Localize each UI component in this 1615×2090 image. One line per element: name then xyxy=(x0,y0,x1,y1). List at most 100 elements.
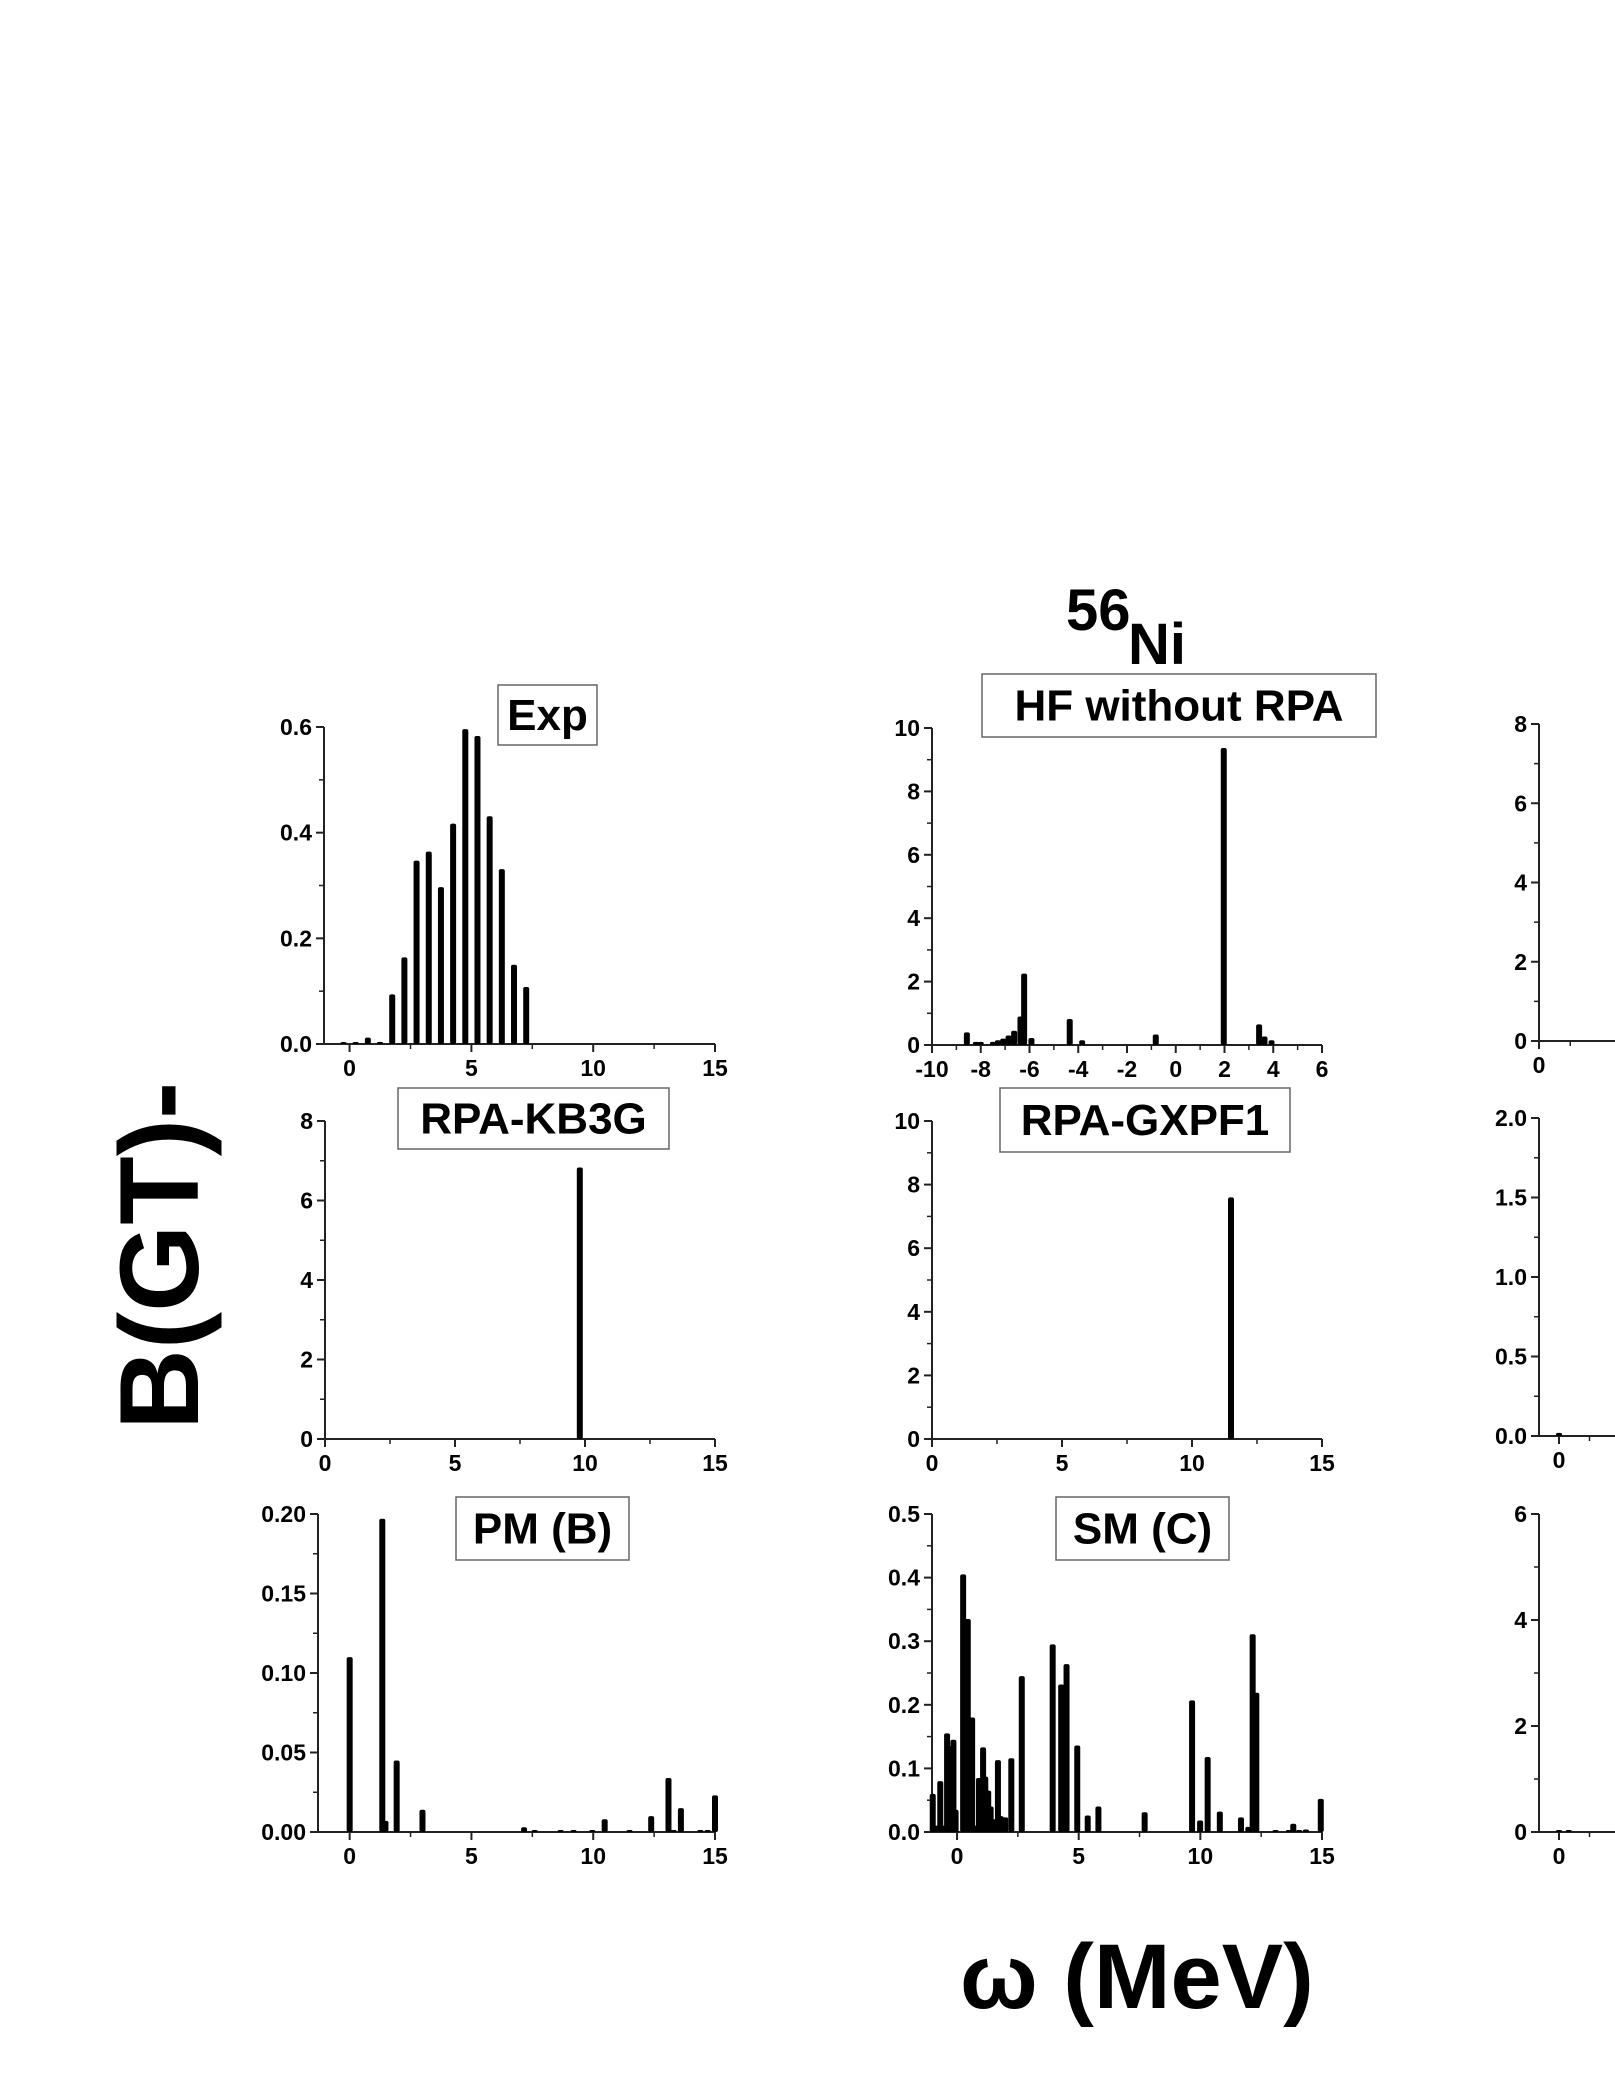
y-tick-label: 0.0 xyxy=(1495,1423,1527,1449)
y-tick-label: 0.10 xyxy=(261,1660,306,1686)
panel-title-box xyxy=(397,1087,670,1150)
bar xyxy=(1237,1817,1244,1832)
bar xyxy=(576,1167,583,1439)
y-tick-label: 0.4 xyxy=(280,820,312,846)
x-tick-label: 4 xyxy=(1267,1056,1280,1082)
x-tick-label: 5 xyxy=(1056,1450,1069,1476)
bar xyxy=(989,1041,996,1045)
bar xyxy=(1000,1038,1007,1045)
x-tick-label: 10 xyxy=(1179,1450,1205,1476)
bar xyxy=(523,986,530,1044)
bar xyxy=(340,1042,347,1044)
bar xyxy=(498,869,505,1044)
y-tick-label: 0 xyxy=(1514,1819,1527,1845)
bar xyxy=(531,1830,538,1832)
bar xyxy=(419,1809,426,1832)
bar xyxy=(1290,1823,1297,1832)
panel-title: Exp xyxy=(507,691,588,740)
bar xyxy=(1302,1829,1309,1832)
y-tick-label: 6 xyxy=(907,842,920,868)
bar xyxy=(352,1042,359,1044)
panel-title-box xyxy=(999,1087,1291,1153)
panel-title-box xyxy=(497,684,598,746)
bar xyxy=(1268,1040,1275,1045)
bar xyxy=(393,1760,400,1832)
bar xyxy=(425,851,432,1044)
y-tick-label: 4 xyxy=(907,905,920,931)
bar xyxy=(1084,1815,1091,1832)
y-tick-label: 0.2 xyxy=(888,1692,920,1718)
bar xyxy=(937,1781,944,1832)
x-tick-label: 10 xyxy=(572,1450,598,1476)
bar xyxy=(570,1830,577,1832)
bar xyxy=(1272,1830,1279,1832)
y-tick-label: 1.0 xyxy=(1495,1264,1527,1290)
x-tick-label: 0 xyxy=(343,1055,356,1081)
bar xyxy=(1079,1040,1086,1045)
y-tick-label: 6 xyxy=(1514,1501,1527,1527)
y-tick-label: 0.5 xyxy=(1495,1344,1527,1370)
y-tick-label: 0 xyxy=(300,1426,313,1452)
bar xyxy=(486,816,493,1044)
bar xyxy=(704,1830,711,1832)
bar xyxy=(377,1041,384,1044)
y-tick-label: 8 xyxy=(907,1172,920,1198)
y-axis-label: B(GT)- xyxy=(97,1082,222,1430)
bar xyxy=(648,1816,655,1832)
y-tick-label: 0.6 xyxy=(280,714,312,740)
bar xyxy=(511,964,518,1044)
bar xyxy=(626,1830,633,1832)
y-tick-label: 0.0 xyxy=(280,1031,312,1057)
y-tick-label: 10 xyxy=(894,715,920,741)
bar xyxy=(997,1816,1004,1832)
x-tick-label: 0 xyxy=(926,1450,939,1476)
x-tick-label: -4 xyxy=(1068,1056,1089,1082)
y-tick-label: 0.5 xyxy=(888,1501,920,1527)
bar xyxy=(950,1739,957,1832)
bar xyxy=(960,1574,967,1832)
y-tick-label: 8 xyxy=(907,778,920,804)
y-tick-label: 0 xyxy=(1514,1028,1527,1054)
bar xyxy=(1204,1756,1211,1832)
bar xyxy=(939,1825,946,1832)
y-tick-label: 4 xyxy=(1514,870,1527,896)
bar xyxy=(677,1808,684,1832)
bar xyxy=(1002,1817,1009,1832)
x-tick-label: 0 xyxy=(951,1843,964,1869)
bar xyxy=(1296,1830,1303,1832)
panel-5: 0.00.51.01.52.00 xyxy=(1495,1105,1615,1473)
x-tick-label: 5 xyxy=(1072,1843,1085,1869)
x-tick-label: 0 xyxy=(319,1450,332,1476)
y-tick-label: 8 xyxy=(300,1108,313,1134)
bar xyxy=(389,994,396,1044)
x-tick-label: 0 xyxy=(343,1843,356,1869)
bar xyxy=(1216,1811,1223,1832)
bar xyxy=(1021,973,1028,1045)
bar xyxy=(977,1041,984,1045)
bar xyxy=(462,729,469,1044)
bar xyxy=(450,823,457,1044)
bar xyxy=(665,1777,672,1832)
x-tick-label: 15 xyxy=(702,1055,728,1081)
bar xyxy=(1261,1036,1268,1045)
bar xyxy=(382,1820,389,1832)
y-tick-label: 2.0 xyxy=(1495,1105,1527,1131)
x-tick-label: 6 xyxy=(1316,1056,1329,1082)
bar xyxy=(557,1830,564,1832)
nucleus-mass: 56 xyxy=(1066,578,1131,643)
panel-title-box xyxy=(455,1496,630,1561)
bar xyxy=(994,1040,1001,1045)
y-tick-label: 6 xyxy=(907,1235,920,1261)
y-tick-label: 0.0 xyxy=(888,1819,920,1845)
panel-title-box xyxy=(981,673,1377,738)
y-tick-label: 0.3 xyxy=(888,1628,920,1654)
bar xyxy=(932,1825,939,1832)
y-tick-label: 2 xyxy=(907,969,920,995)
